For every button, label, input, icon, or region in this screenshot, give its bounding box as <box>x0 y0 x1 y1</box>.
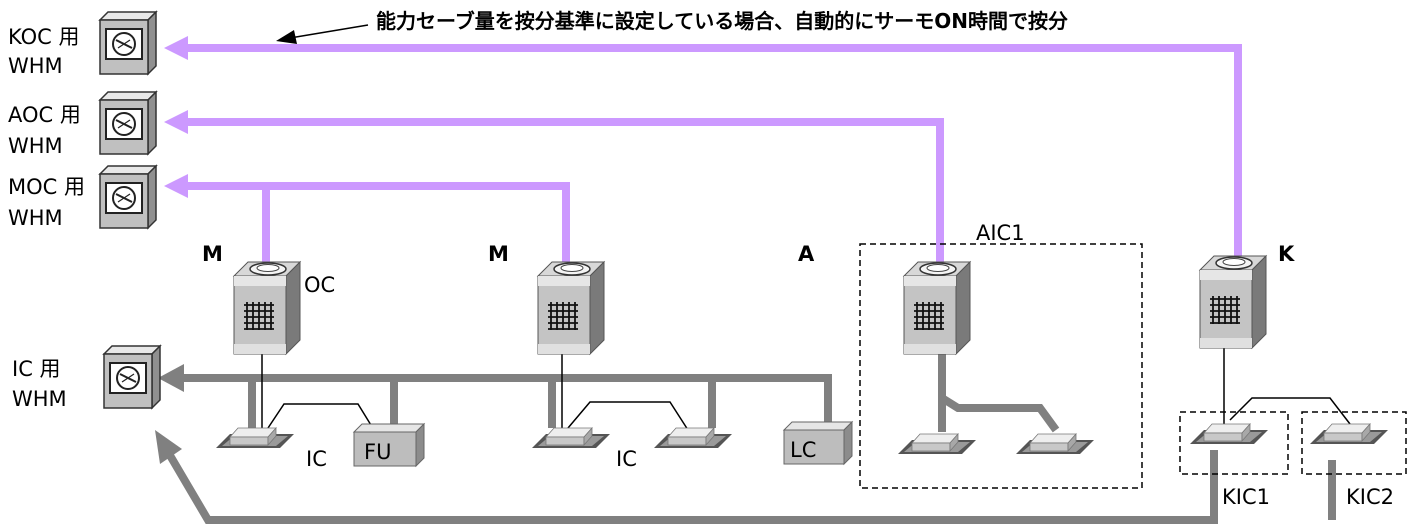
ic-label-1: IC <box>306 447 327 471</box>
outdoor-unit-icon <box>537 261 605 355</box>
ic-meter-label-whm: WHM <box>12 387 67 411</box>
moc-signal-line-2 <box>266 182 570 262</box>
outdoor-unit-icon <box>1199 255 1267 349</box>
kic1-group-box <box>1179 411 1289 475</box>
moc-meter-label: MOC 用 <box>8 175 85 199</box>
koc-signal-line <box>186 44 1242 262</box>
indoor-unit-icon <box>897 433 977 455</box>
watt-hour-meter-icon <box>103 345 161 409</box>
watt-hour-meter-icon <box>99 91 157 155</box>
indoor-unit-icon <box>653 427 733 449</box>
indoor-unit-icon <box>1309 423 1389 445</box>
aoc-watt-hour-meter: AOC 用 WHM <box>8 91 157 158</box>
koc-watt-hour-meter: KOC 用 WHM <box>8 11 157 78</box>
ic-watt-hour-meter: IC 用 WHM <box>12 345 161 411</box>
indoor-unit-icon <box>215 427 295 449</box>
indoor-unit-icon <box>1015 433 1095 455</box>
signal-lines <box>186 44 1242 262</box>
aoc-signal-line <box>186 118 944 262</box>
group-label-m2: M <box>488 242 509 266</box>
fu-label: FU <box>364 440 391 464</box>
watt-hour-meter-icon <box>99 165 157 229</box>
moc-watt-hour-meter: MOC 用 WHM <box>8 165 157 230</box>
aic-pipe <box>938 350 1060 433</box>
aoc-meter-label-whm: WHM <box>8 134 63 158</box>
lossnay-controller-box <box>782 420 854 466</box>
koc-arrowhead <box>164 36 188 60</box>
return-line <box>164 449 1218 524</box>
moc-meter-label-whm: WHM <box>8 206 63 230</box>
lc-label: LC <box>790 438 816 462</box>
aoc-arrowhead <box>164 110 188 134</box>
ic-bus-line <box>182 374 832 424</box>
aoc-meter-label: AOC 用 <box>8 103 81 127</box>
control-wires <box>261 346 1351 431</box>
koc-meter-label: KOC 用 <box>8 25 80 49</box>
group-label-a: A <box>798 242 815 266</box>
moc-signal-line-1 <box>186 182 270 262</box>
aic1-label: AIC1 <box>976 221 1025 245</box>
indoor-unit-icon <box>531 427 611 449</box>
koc-meter-label-whm: WHM <box>8 54 63 78</box>
note-pointer-line <box>289 24 369 39</box>
kic1-label: KIC1 <box>1222 485 1270 509</box>
ic-bus-arrowhead <box>158 364 184 392</box>
kic2-label: KIC2 <box>1346 485 1394 509</box>
note-pointer-arrowhead <box>276 30 297 44</box>
group-label-k: K <box>1278 242 1295 266</box>
outdoor-unit-icon <box>233 261 301 355</box>
moc-arrowhead <box>164 174 188 198</box>
oc-label: OC <box>304 273 335 297</box>
kic2-group-box <box>1301 411 1407 475</box>
watt-hour-meter-icon <box>99 11 157 75</box>
ic-meter-label: IC 用 <box>12 357 61 381</box>
pipe-lines <box>164 350 1336 524</box>
outdoor-unit-icon <box>903 261 971 355</box>
indoor-unit-icon <box>1189 423 1269 445</box>
signal-arrowheads <box>164 36 188 198</box>
return-arrowhead <box>155 430 182 464</box>
note-text: 能力セーブ量を按分基準に設定している場合、自動的にサーモON時間で按分 <box>376 9 1068 33</box>
ic-label-2: IC <box>616 447 637 471</box>
group-label-m1: M <box>202 242 223 266</box>
fan-unit-box <box>352 422 426 468</box>
aic1-group-box <box>859 243 1143 489</box>
